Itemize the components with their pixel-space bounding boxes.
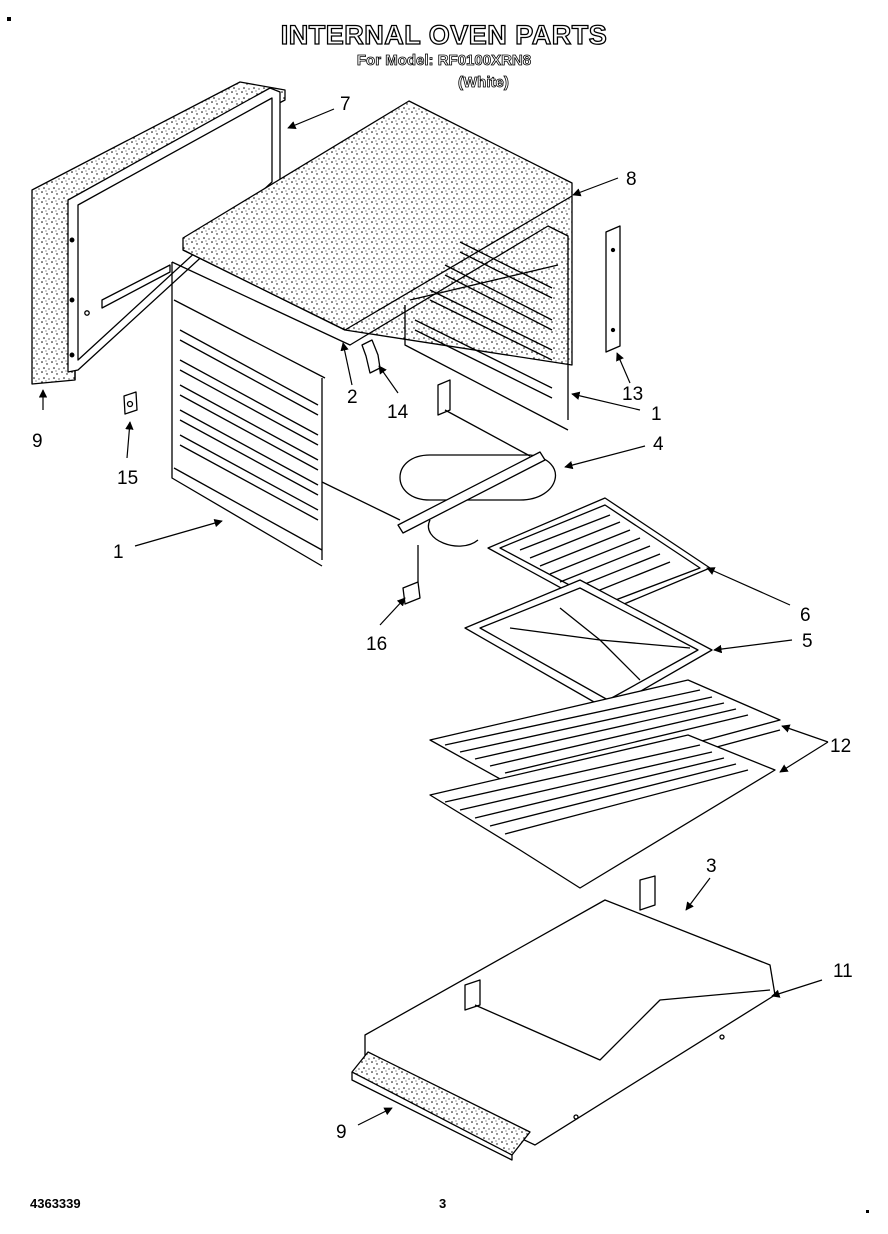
callout-6: 6 — [800, 605, 811, 626]
door-liner-part-7 — [67, 87, 281, 373]
corner-mark — [7, 17, 11, 21]
callout-15: 15 — [117, 468, 138, 489]
callout-16: 16 — [366, 634, 387, 655]
color-variant: (White) — [458, 74, 510, 92]
page-number: 3 — [439, 1196, 447, 1211]
clip-part-15 — [123, 391, 138, 415]
callout-9-bottom: 9 — [336, 1122, 347, 1143]
clip-part-14 — [361, 339, 381, 374]
oven-top-insulation-part-8 — [182, 100, 573, 366]
callout-1-right: 1 — [651, 404, 662, 425]
model-number: For Model: RF0100XRN8 — [356, 52, 532, 70]
callout-9-top: 9 — [32, 431, 43, 452]
corner-mark — [866, 1210, 869, 1213]
callout-8: 8 — [626, 169, 637, 190]
page-title: INTERNAL OVEN PARTS — [280, 19, 608, 50]
broiler-pan-part-5 — [464, 579, 713, 711]
bottom-insulation-part-9 — [351, 1051, 531, 1161]
terminal-block-part-16 — [402, 545, 421, 605]
callout-1-left: 1 — [113, 542, 124, 563]
oven-liner-part-2 — [171, 225, 569, 567]
callout-13: 13 — [622, 384, 643, 405]
callout-5: 5 — [802, 631, 813, 652]
callout-11: 11 — [833, 961, 853, 982]
side-bracket-part-13 — [605, 225, 621, 353]
callout-2: 2 — [347, 387, 358, 408]
callout-3: 3 — [706, 856, 717, 877]
callout-4: 4 — [653, 434, 664, 455]
callout-7: 7 — [340, 94, 351, 115]
callout-14: 14 — [387, 402, 409, 423]
callout-12: 12 — [830, 736, 851, 757]
oven-rack-lower-part-12 — [429, 734, 776, 889]
document-number: 4363339 — [30, 1196, 81, 1211]
bake-element-part-4 — [321, 379, 557, 547]
oven-rack-upper-part-12 — [429, 679, 781, 801]
leader-lines — [38, 108, 829, 1126]
